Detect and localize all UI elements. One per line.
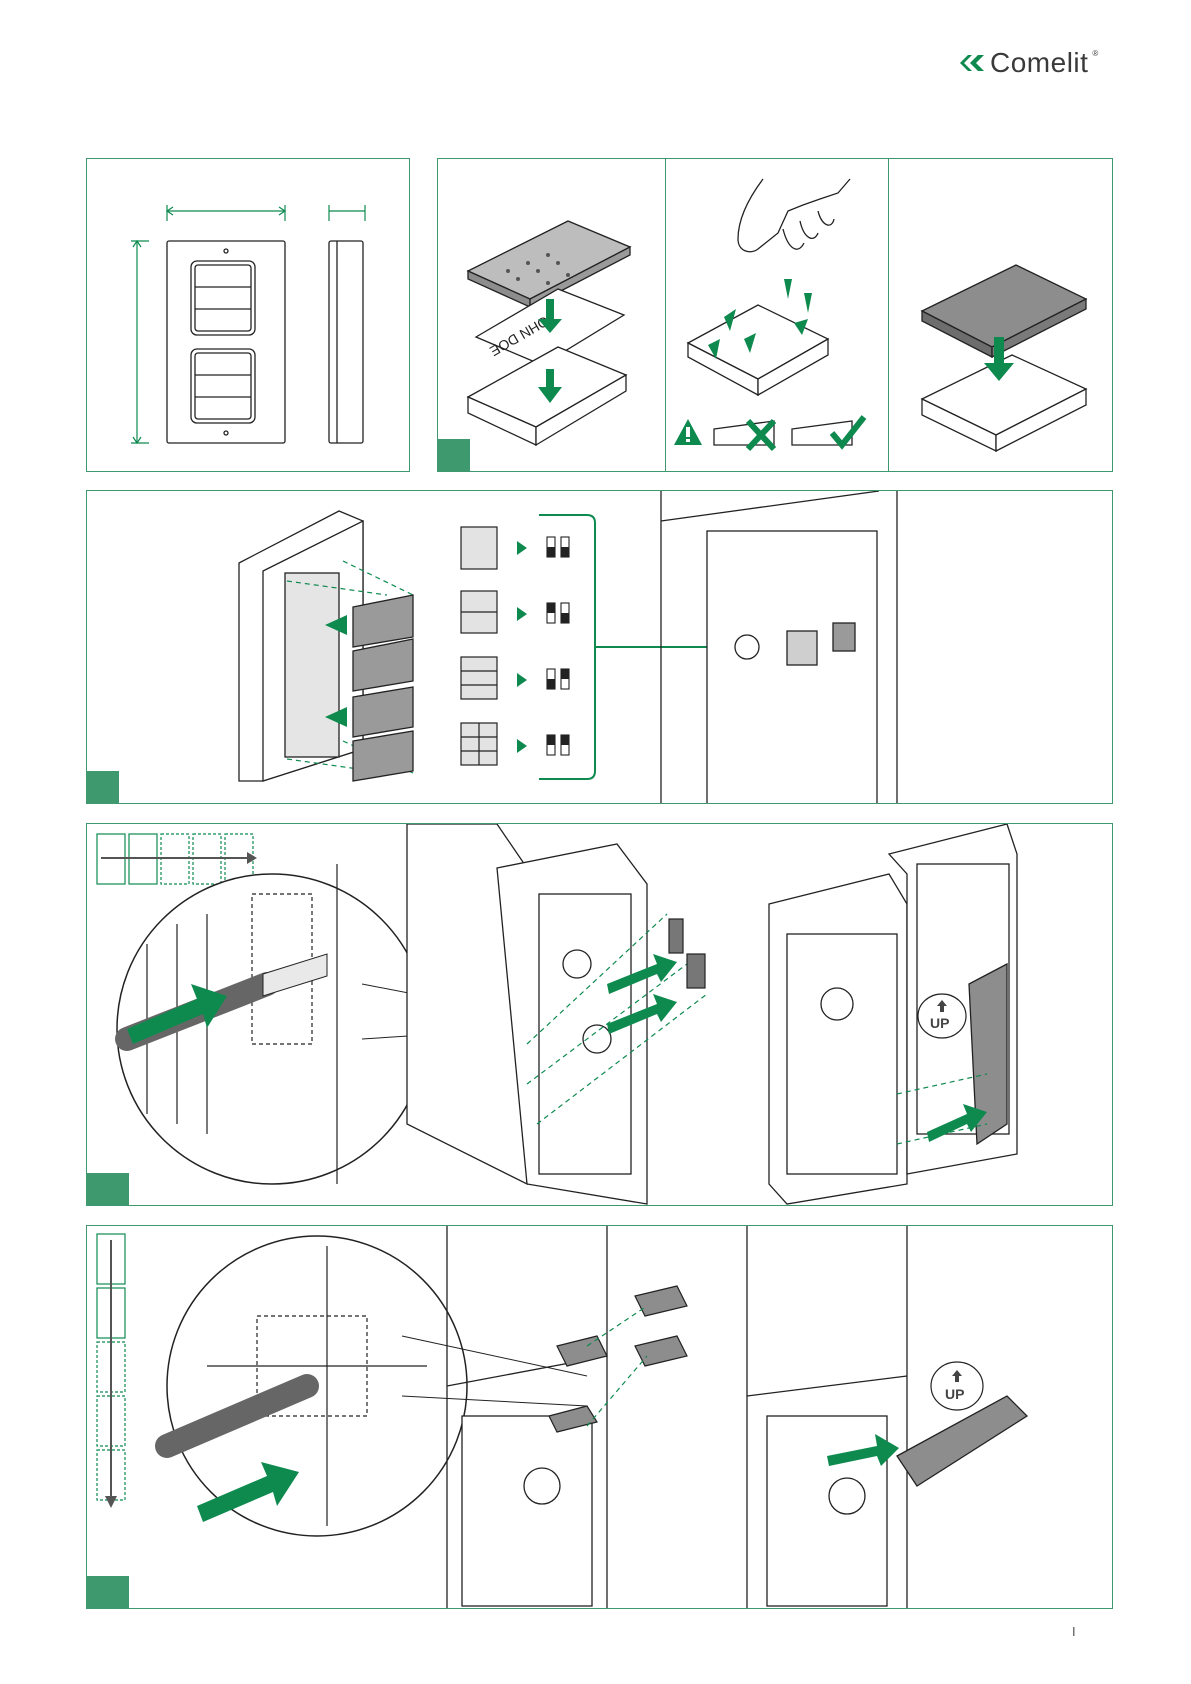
dimensions-drawing <box>87 159 410 472</box>
up-label: UP <box>945 1386 964 1402</box>
up-badge: UP <box>918 994 966 1038</box>
up-badge: UP <box>931 1362 983 1410</box>
label-card-panel: JOHN DOE <box>437 158 1113 472</box>
dip-switch-drawing <box>87 491 1113 804</box>
comelit-logo: Comelit ® <box>958 48 1118 78</box>
up-label: UP <box>930 1015 949 1031</box>
horizontal-joining-panel: UP <box>86 823 1113 1206</box>
brand-name: Comelit <box>990 47 1088 79</box>
dip-switch-panel <box>86 490 1113 804</box>
warning-icon <box>674 419 702 445</box>
vertical-joining-panel: UP <box>86 1225 1113 1609</box>
vertical-joining-drawing: UP <box>87 1226 1113 1609</box>
label-card-drawing: JOHN DOE <box>438 159 1113 472</box>
page-indicator: I <box>1072 1624 1076 1639</box>
comelit-logo-icon <box>958 52 986 74</box>
registered-mark: ® <box>1092 49 1098 58</box>
horizontal-joining-drawing: UP <box>87 824 1113 1206</box>
dimensions-panel <box>86 158 410 472</box>
